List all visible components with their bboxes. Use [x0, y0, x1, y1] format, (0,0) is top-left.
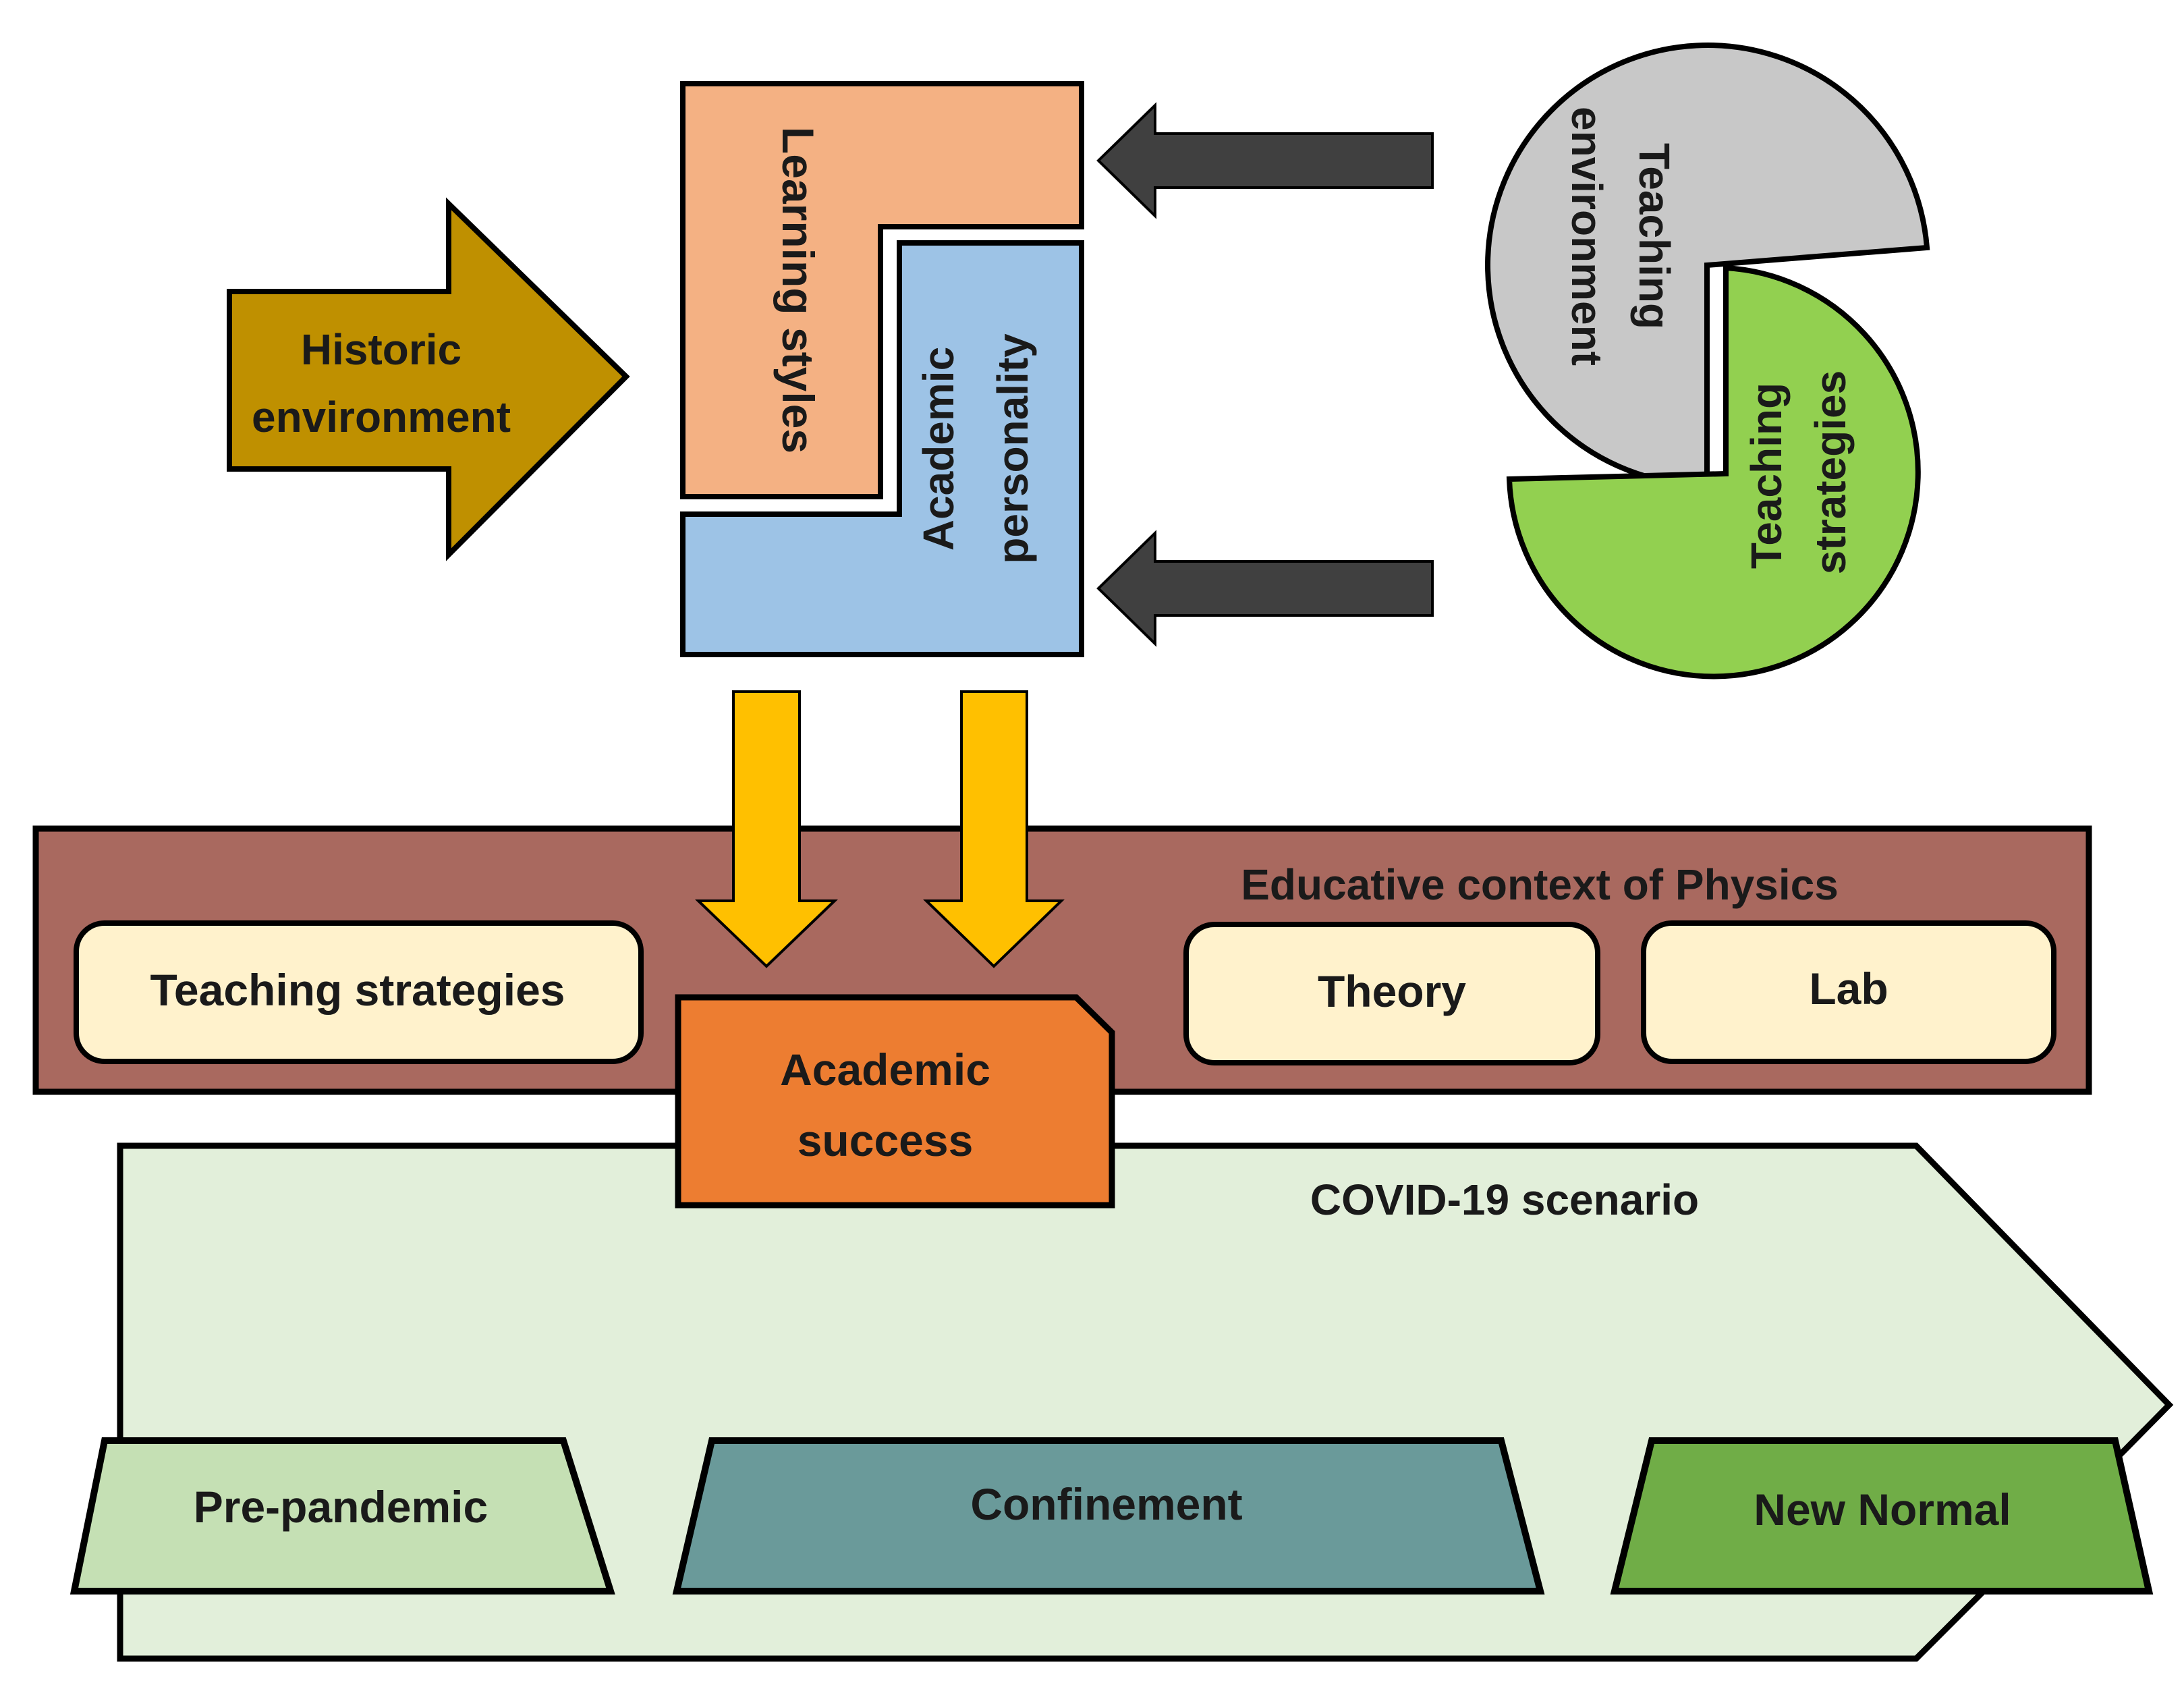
academic-success-box	[675, 994, 1115, 1209]
covid-scenario-label: COVID-19 scenario	[1310, 1175, 1699, 1224]
teaching-environment-label-line1: Teaching	[1630, 143, 1679, 329]
theory-box	[1183, 922, 1600, 1065]
lab-box	[1641, 920, 2056, 1064]
dark-left-arrow-top	[1096, 102, 1434, 219]
yellow-down-arrow-right	[923, 690, 1065, 968]
academic-success-label-line1: Academic	[780, 1045, 990, 1094]
dark-left-arrow-bottom	[1096, 530, 1434, 647]
academic-personality-label-line2: personality	[988, 333, 1037, 564]
lab-box-label: Lab	[1809, 964, 1888, 1014]
academic-personality-label-line1: Academic	[914, 347, 963, 551]
historic-environment-arrow	[227, 197, 630, 561]
academic-personality-block	[680, 240, 1084, 657]
educative-context-label: Educative context of Physics	[1241, 860, 1839, 909]
teaching-strategies-box-label: Teaching strategies	[150, 965, 565, 1015]
historic-environment-label-line1: Historic	[301, 325, 461, 374]
teaching-environment-label-line2: environment	[1563, 107, 1611, 366]
new-normal-trapezoid	[1610, 1437, 2154, 1595]
teaching-strategies-circle-label-line2: strategies	[1806, 370, 1855, 574]
teaching-strategies-box	[74, 920, 644, 1064]
learning-styles-label: Learning styles	[773, 127, 823, 453]
new-normal-label: New Normal	[1754, 1485, 2011, 1534]
teaching-environment-shape	[1485, 43, 1930, 489]
academic-success-label-line2: success	[797, 1115, 974, 1165]
learning-styles-block	[680, 81, 1084, 499]
theory-box-label: Theory	[1318, 966, 1466, 1016]
confinement-label: Confinement	[970, 1479, 1242, 1529]
historic-environment-label-line2: environment	[252, 393, 511, 441]
teaching-strategies-circle-label-line1: Teaching	[1742, 383, 1791, 569]
teaching-strategies-circle-shape	[1506, 265, 1921, 680]
yellow-down-arrow-left	[695, 690, 838, 968]
pre-pandemic-label: Pre-pandemic	[194, 1482, 488, 1532]
pre-pandemic-trapezoid	[69, 1437, 615, 1595]
confinement-trapezoid	[672, 1437, 1545, 1595]
